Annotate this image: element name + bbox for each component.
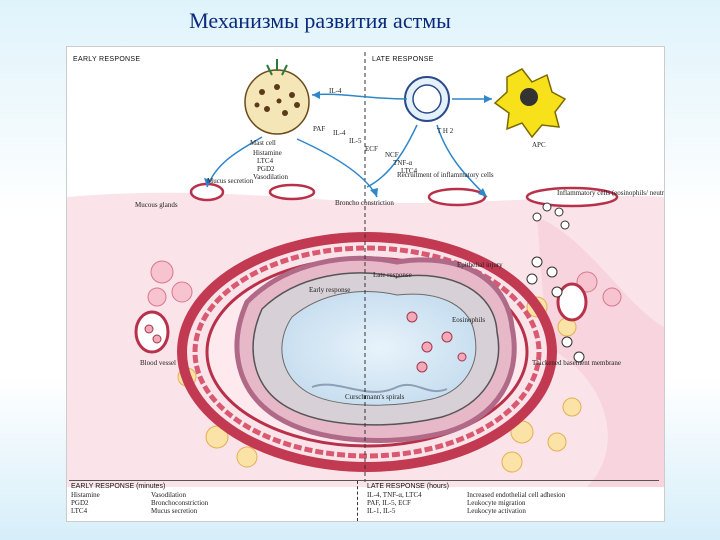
bronchoconstriction-label: Broncho constriction <box>335 199 394 207</box>
mast-cell <box>245 59 309 134</box>
early-effect: Bronchoconstriction <box>151 499 208 507</box>
late-effect: Increased endothelial cell adhesion <box>467 491 565 499</box>
early-response-label: Early response <box>309 286 350 294</box>
late-effect: Leukocyte migration <box>467 499 565 507</box>
early-effect: Vasodilation <box>151 491 208 499</box>
early-response-header: EARLY RESPONSE <box>73 56 140 63</box>
mediator-ltc4: LTC4 <box>257 157 274 165</box>
table-late-header: LATE RESPONSE (hours) <box>367 483 449 490</box>
apc-cell <box>495 69 565 137</box>
late-mediator: IL-1, IL-5 <box>367 507 422 515</box>
inflammatory-cells-label: Inflammatory cells (eosinophils/ neutrop… <box>557 189 664 197</box>
blood-vessel-label: Blood vessel <box>140 359 176 367</box>
paf-label: PAF <box>313 125 325 133</box>
il4-top-label: IL-4 <box>329 87 342 95</box>
table-divider <box>357 481 358 521</box>
late-effect: Leukocyte activation <box>467 507 565 515</box>
il4-mid-label: IL-4 <box>333 129 346 137</box>
curschmann-label: Curschmann's spirals <box>345 393 405 401</box>
table-early-header: EARLY RESPONSE (minutes) <box>71 483 165 490</box>
th2-cell <box>405 77 449 121</box>
table-top-rule <box>69 480 659 481</box>
early-effects-column: Vasodilation Bronchoconstriction Mucus s… <box>151 491 208 515</box>
eosinophils-label: Eosinophils <box>452 316 485 324</box>
late-response-label: Late response <box>373 271 412 279</box>
asthma-pathogenesis-figure: EARLY RESPONSE LATE RESPONSE Mast cell I… <box>66 46 665 522</box>
late-mediator: PAF, IL-5, ECF <box>367 499 422 507</box>
apc-label: APC <box>532 141 546 149</box>
mediator-pgd2: PGD2 <box>257 165 275 173</box>
il5-label: IL-5 <box>349 137 362 145</box>
late-mediators-column: IL-4, TNF-α, LTC4 PAF, IL-5, ECF IL-1, I… <box>367 491 422 515</box>
mast-cell-label: Mast cell <box>250 139 276 147</box>
early-mediator: LTC4 <box>71 507 100 515</box>
diagram-canvas: EARLY RESPONSE LATE RESPONSE Mast cell I… <box>67 47 664 487</box>
response-table: EARLY RESPONSE (minutes) LATE RESPONSE (… <box>67 487 664 521</box>
early-mediator: Histamine <box>71 491 100 499</box>
early-mediators-column: Histamine PGD2 LTC4 <box>71 491 100 515</box>
basement-membrane-label: Thickened basement membrane <box>532 359 621 367</box>
ecf-label: ECF <box>365 145 378 153</box>
slide-title: Механизмы развития астмы <box>0 8 640 34</box>
ncf-label: NCF <box>385 151 399 159</box>
early-mediator: PGD2 <box>71 499 100 507</box>
late-mediator: IL-4, TNF-α, LTC4 <box>367 491 422 499</box>
mucus-secretion-label: Mucus secretion <box>207 177 254 185</box>
mucous-glands-label: Mucous glands <box>135 201 178 209</box>
mediator-vasodilation: Vasodilation <box>253 173 288 181</box>
early-effect: Mucus secretion <box>151 507 208 515</box>
th2-label: T H 2 <box>437 127 454 135</box>
recruitment-label: Recruitment of inflammatory cells <box>397 171 494 179</box>
airway-lumen <box>282 291 476 405</box>
tnf-label: TNF-α <box>393 159 413 167</box>
mediator-histamine: Histamine <box>253 149 282 157</box>
late-response-header: LATE RESPONSE <box>372 56 434 63</box>
epithelial-injury-label: Epithelial injury <box>457 261 503 269</box>
late-effects-column: Increased endothelial cell adhesion Leuk… <box>467 491 565 515</box>
